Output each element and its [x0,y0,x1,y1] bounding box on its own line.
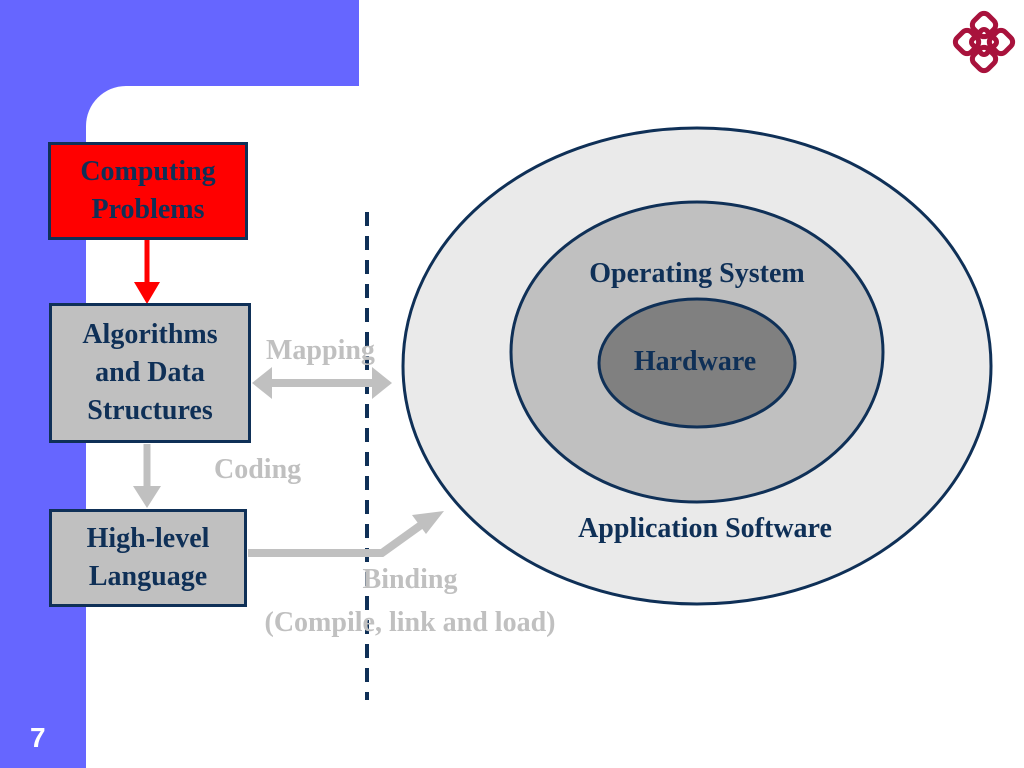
algorithms-box: Algorithms and Data Structures [49,303,251,443]
box-line: Computing [80,156,216,187]
binding-arrow-shaft [248,516,431,557]
box-line: Problems [91,194,205,225]
top-accent-bar [0,0,359,86]
mapping-arrow-right-head [372,367,392,399]
university-logo-icon [952,10,1016,74]
red-arrow-head [134,282,160,304]
box-line: Algorithms [82,319,218,350]
box-line: Structures [87,395,213,426]
compile-label: (Compile, link and load) [264,607,556,638]
box-line: and Data [95,357,205,388]
binding-label: Binding [362,564,458,595]
coding-arrow-head [133,486,161,508]
box-line: High-level [86,523,210,554]
binding-arrow-head [412,511,444,534]
hardware-layer [597,297,797,429]
box-line: Language [88,561,208,592]
slide-number: 7 [30,722,46,753]
operating-system-label: Operating System [589,258,805,289]
application-software-label: Application Software [578,513,832,544]
mapping-label: Mapping [266,335,375,366]
coding-label: Coding [214,454,302,485]
hardware-label: Hardware [633,346,757,377]
computing-problems-box: Computing Problems [48,142,248,240]
high-level-language-box: High-level Language [49,509,247,607]
mapping-arrow-left-head [252,367,272,399]
